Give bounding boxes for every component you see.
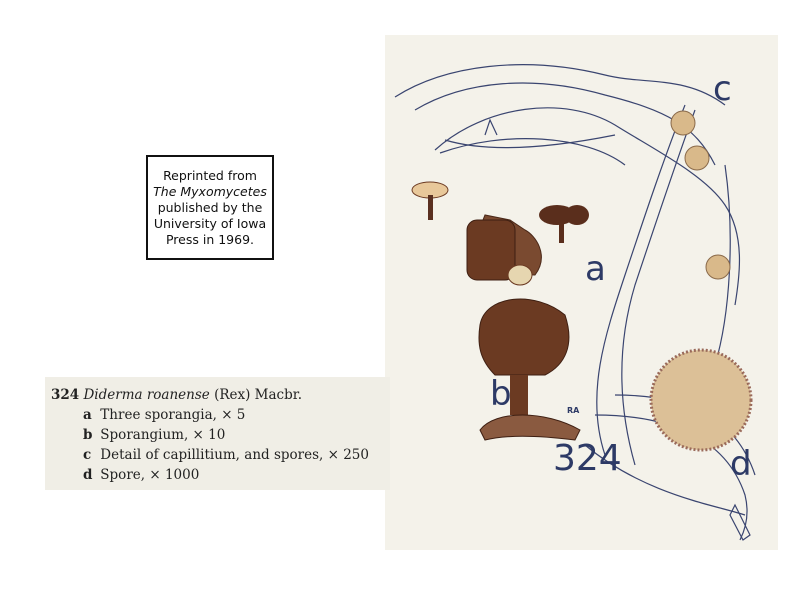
item-text: Spore, × 1000 [100,467,200,483]
illustration-plate: a b c d 324 RA [385,35,778,550]
label-d: d [730,444,752,484]
item-letter: b [83,427,93,443]
plate-drawing: a b c d 324 RA [394,64,756,541]
caption-item: a Three sporangia, × 5 [83,407,245,423]
item-text: Sporangium, × 10 [100,427,226,443]
notice-line: Reprinted from [163,167,257,183]
notice-book-title: The Myxomycetes [153,183,267,199]
spore [684,145,710,171]
caption-item: b Sporangium, × 10 [83,427,225,443]
species-name: Diderma roanense [83,387,210,403]
plate-number: 324 [553,438,622,479]
caption-item: c Detail of capillitium, and spores, × 2… [83,447,369,463]
notice-line: published by the [157,199,263,215]
sporangium-b [478,298,581,441]
plate-caption: 324 Diderma roanense (Rex) Macbr. a Thre… [45,377,390,490]
spore [705,254,731,280]
item-letter: c [83,447,92,463]
caption-number: 324 [51,387,80,403]
item-text: Three sporangia, × 5 [100,407,246,423]
label-a: a [585,249,606,289]
label-b: b [490,374,512,414]
sporangia-a [411,181,589,286]
artist-initials: RA [567,406,580,415]
item-letter: a [83,407,92,423]
spore [670,110,696,136]
item-text: Detail of capillitium, and spores, × 250 [100,447,369,463]
caption-item: d Spore, × 1000 [83,467,199,483]
caption-title: 324 Diderma roanense (Rex) Macbr. [51,387,302,403]
spores [649,110,753,452]
item-letter: d [83,467,93,483]
spore-detail [649,348,753,452]
notice-line: University of Iowa [153,215,267,231]
species-author: (Rex) Macbr. [214,387,303,403]
reprint-notice: Reprinted from The Myxomycetes published… [146,155,274,260]
capillitium-threads [394,64,756,541]
label-c: c [713,69,732,109]
notice-line: Press in 1969. [165,231,255,247]
